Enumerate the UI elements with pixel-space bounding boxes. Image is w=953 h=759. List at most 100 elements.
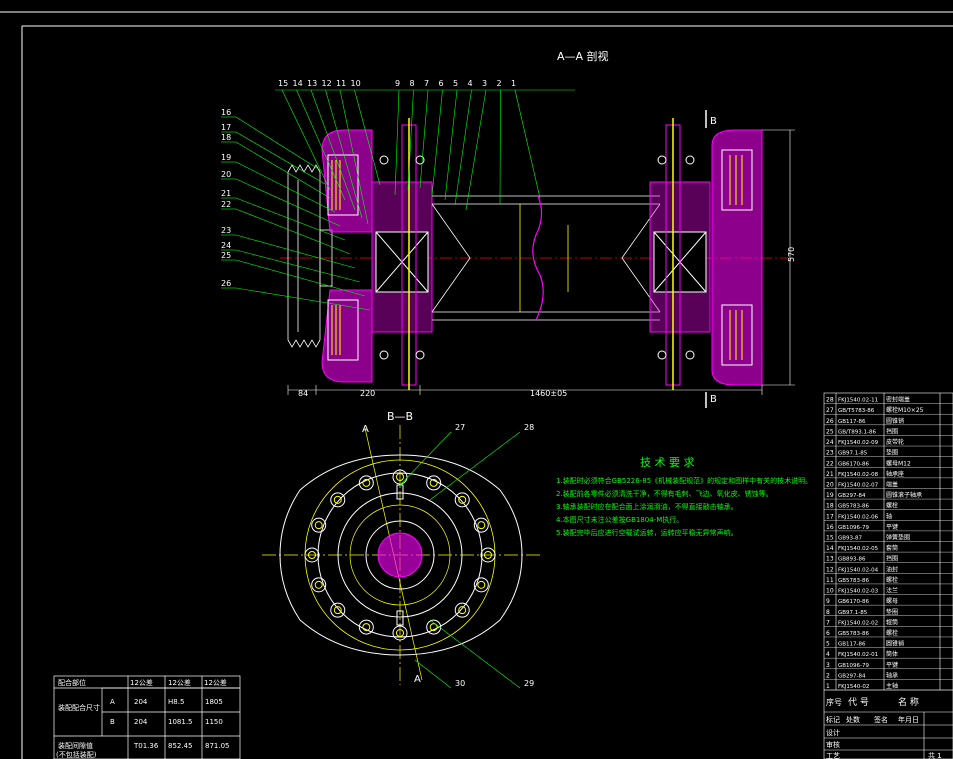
drawing-frame [0, 11, 953, 759]
bom-name: 轴承座 [886, 470, 904, 478]
bolt-hole [304, 547, 320, 563]
callout-13: 13 [307, 79, 317, 88]
bom-code: GB6170-86 [838, 599, 870, 605]
bom-code: FKJ1540.02-01 [838, 652, 878, 658]
bom-code: FKJ1540.02-02 [838, 620, 878, 626]
callout-19: 19 [221, 153, 231, 162]
callout-9: 9 [395, 79, 400, 88]
fit-table [53, 675, 241, 759]
tech-req-line: 2.装配前各零件必须清洗干净，不得有毛刺、飞边、氧化皮、锈蚀等。 [556, 489, 773, 498]
fit-cell: 1081.5 [168, 718, 193, 726]
tech-req-title: 技 术 要 求 [640, 456, 695, 469]
callout-4: 4 [468, 79, 473, 88]
bom-name: 轴 [886, 512, 892, 520]
bolt-hole [392, 469, 408, 485]
bom-code: GB1096-79 [838, 525, 870, 531]
callout-16: 16 [221, 108, 231, 117]
bom-code: FKJ1540.02-11 [838, 398, 878, 404]
bom-name: 主轴 [886, 682, 898, 690]
callout-23: 23 [221, 226, 231, 235]
bom-name: 挡圈 [886, 427, 898, 435]
bom-name: 平键 [886, 661, 898, 669]
bom-no: 14 [826, 545, 834, 552]
bom-code: GB5783-86 [838, 504, 870, 510]
callout-15: 15 [278, 79, 288, 88]
bom-code: GB97.1-85 [838, 610, 868, 616]
bom-name: 筒体 [886, 650, 898, 658]
tb-sheet: 共 1 [928, 751, 942, 759]
bolt-hole [426, 619, 442, 635]
bom-no: 4 [826, 651, 830, 658]
tech-req-line: 1.装配时必须符合GB5226-85《机械装配规范》的规定和图样中有关的技术说明… [556, 476, 812, 485]
bom-no: 13 [826, 556, 834, 563]
bom-name: 螺栓 [886, 502, 898, 510]
dimension-lines [287, 129, 795, 395]
marker-a-top: A [362, 424, 369, 435]
dim-span: 1460±05 [530, 389, 567, 398]
title-block: 序号 代 号 名 称 标记 处数 签名 年月日 设计 审核 工艺 共 1 [824, 689, 953, 759]
fit-cell: 204 [134, 718, 148, 726]
bom-code: GB893-86 [838, 557, 866, 563]
flange-left [371, 118, 433, 390]
bolt-hole [358, 619, 374, 635]
bom-code: GB117-86 [838, 642, 866, 648]
bom-code: FKJ1540.02-05 [838, 546, 879, 552]
callout-22: 22 [221, 200, 231, 209]
callout-29: 29 [524, 679, 534, 688]
tb-label-sign: 签名 [874, 715, 888, 724]
dim-left-offset: 84 [298, 389, 308, 398]
bom-name: 圆锥销 [886, 640, 904, 648]
bom-name: 螺栓M10×25 [886, 406, 924, 414]
bom-no: 7 [826, 619, 830, 626]
tb-label-mark: 标记 [826, 715, 840, 724]
callout-17: 17 [221, 123, 231, 132]
bom-no: 17 [826, 513, 834, 520]
dim-height: 570 [787, 247, 796, 262]
bom-code: GB117-86 [838, 419, 866, 425]
bom-code: GB/T5783-86 [838, 408, 875, 414]
bom-name: 挡圈 [886, 555, 898, 563]
callout-18: 18 [221, 133, 231, 142]
bom-no: 1 [826, 683, 830, 690]
bolt-hole [473, 517, 489, 533]
bom-no: 10 [826, 588, 834, 595]
bom-name: 圆锥滚子轴承 [886, 491, 922, 499]
tb-label-craft: 工艺 [826, 752, 840, 759]
bom-no: 23 [826, 450, 834, 457]
section-bb-title: B—B [387, 410, 413, 423]
callout-20: 20 [221, 170, 231, 179]
bom-no: 2 [826, 672, 830, 679]
callout-26: 26 [221, 279, 231, 288]
bolt-hole [473, 577, 489, 593]
bolt-hole [358, 475, 374, 491]
bolt-hole [311, 517, 327, 533]
bom-name: 密封端盖 [886, 396, 910, 404]
bom-code: FKJ1540-02 [838, 684, 869, 690]
bom-no: 15 [826, 535, 834, 542]
fit-row-label: 装配配合尺寸 [58, 703, 100, 712]
flange-right [649, 118, 711, 390]
bolt-circle [304, 469, 496, 641]
tb-header-code: 代 号 [848, 697, 869, 708]
tb-header-name: 名 称 [898, 696, 919, 708]
bom-no: 6 [826, 630, 830, 637]
housing-left [321, 129, 373, 383]
callout-3: 3 [482, 79, 487, 88]
callout-8: 8 [410, 79, 415, 88]
bom-no: 11 [826, 577, 834, 584]
cylinder-tube [431, 195, 661, 321]
bolt-hole [480, 547, 496, 563]
bom-no: 5 [826, 641, 830, 648]
bom-code: GB6170-86 [838, 461, 870, 467]
callout-27: 27 [455, 423, 465, 432]
tech-req-line: 3.轴承装配时应在配合面上涂润滑油，不得直接敲击轴承。 [556, 502, 738, 511]
bom-no: 12 [826, 566, 834, 573]
callout-11: 11 [336, 79, 346, 88]
bom-no: 16 [826, 524, 834, 531]
bom-code: GB1096-79 [838, 663, 870, 669]
fit-header: 12公差 [168, 678, 191, 687]
marker-b-top: B [710, 116, 717, 127]
bolt-hole [454, 492, 470, 508]
